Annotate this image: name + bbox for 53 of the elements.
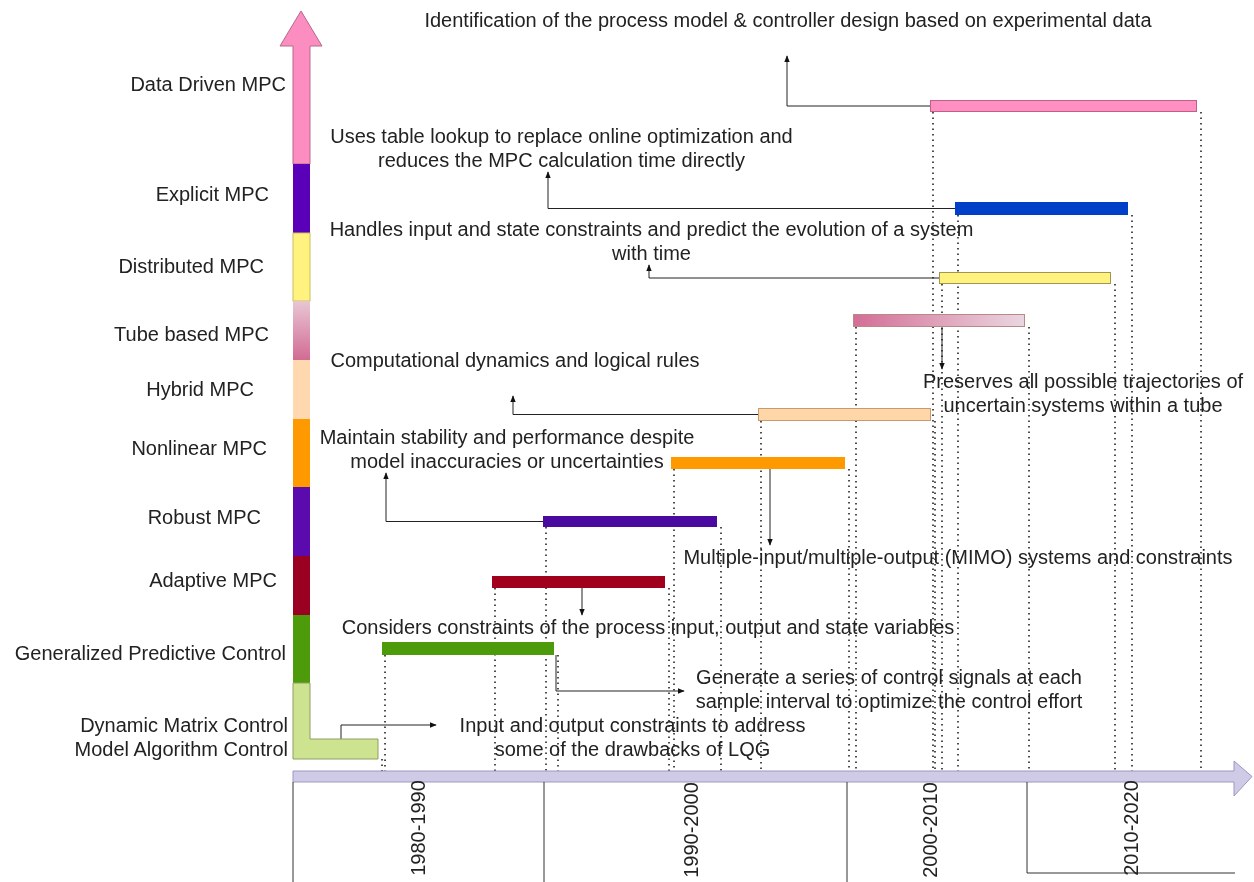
period-label: 1980-1990 [406, 780, 429, 876]
connector-arrow [555, 654, 685, 694]
axis-segment [293, 615, 310, 683]
period-label: 2010-2020 [1119, 780, 1142, 876]
period-label: 1990-2000 [679, 782, 702, 878]
axis-segment [293, 487, 310, 556]
connector-arrow [939, 326, 945, 370]
connector-arrow [340, 722, 437, 740]
timeline-bar [955, 202, 1128, 215]
category-label: Distributed MPC [118, 254, 264, 278]
timeline-bar [492, 576, 665, 588]
timeline-bar [853, 314, 1025, 327]
connector-arrow [545, 171, 956, 209]
axis-segment [293, 233, 310, 301]
axis-segment [293, 419, 310, 487]
timeline-bar [382, 642, 554, 655]
annotation-text: Computational dynamics and logical rules [318, 348, 712, 372]
timeline-bar [939, 272, 1111, 284]
category-label: Data Driven MPC [130, 72, 286, 96]
annotation-text: Input and output constraints to address some of the drawbacks of LQG [436, 713, 829, 761]
timeline-bar [758, 408, 931, 421]
axis-segment [293, 164, 310, 233]
connector-arrow [646, 264, 940, 279]
category-label: Robust MPC [147, 505, 261, 529]
annotation-text: Multiple-input/multiple-output (MIMO) systems and constraints [668, 545, 1248, 569]
annotation-text: Handles input and state constraints and predict the evolution of a system with time [317, 217, 986, 265]
annotation-text: Identification of the process model & controller design based on experimental data [395, 8, 1181, 32]
axis-segment [293, 556, 310, 615]
annotation-text: Generate a series of control signals at each sample interval to optimize the control effort [684, 665, 1094, 713]
category-label: Dynamic Matrix Control [80, 713, 288, 737]
annotation-text: Maintain stability and performance despite model inaccuracies or uncertainties [311, 425, 703, 473]
category-label: Nonlinear MPC [131, 436, 267, 460]
category-label: Tube based MPC [114, 322, 269, 346]
axis-segment [293, 360, 310, 419]
connector-arrow [767, 468, 773, 546]
category-label: Hybrid MPC [146, 377, 254, 401]
l-shaped-segment [293, 683, 378, 759]
category-label: Generalized Predictive Control [14, 641, 286, 665]
timeline-bar [671, 457, 845, 469]
annotation-text: Preserves all possible trajectories of uncertain systems within a tube [913, 369, 1253, 417]
connector-arrow [510, 395, 759, 415]
timeline-bar [543, 516, 717, 527]
axis-segment [293, 301, 310, 360]
category-label: Adaptive MPC [149, 568, 277, 592]
connector-arrow [579, 587, 585, 616]
category-label: Explicit MPC [155, 182, 269, 206]
annotation-text: Uses table lookup to replace online optimization and reduces the MPC calculation time directly [318, 124, 805, 172]
timeline-bar [930, 100, 1197, 112]
annotation-text: Considers constraints of the process input, output and state variables [326, 615, 970, 639]
connector-arrow [784, 55, 931, 107]
period-label: 2000-2010 [918, 782, 941, 878]
connector-arrow [383, 472, 544, 522]
category-label: Model Algorithm Control [74, 737, 288, 761]
